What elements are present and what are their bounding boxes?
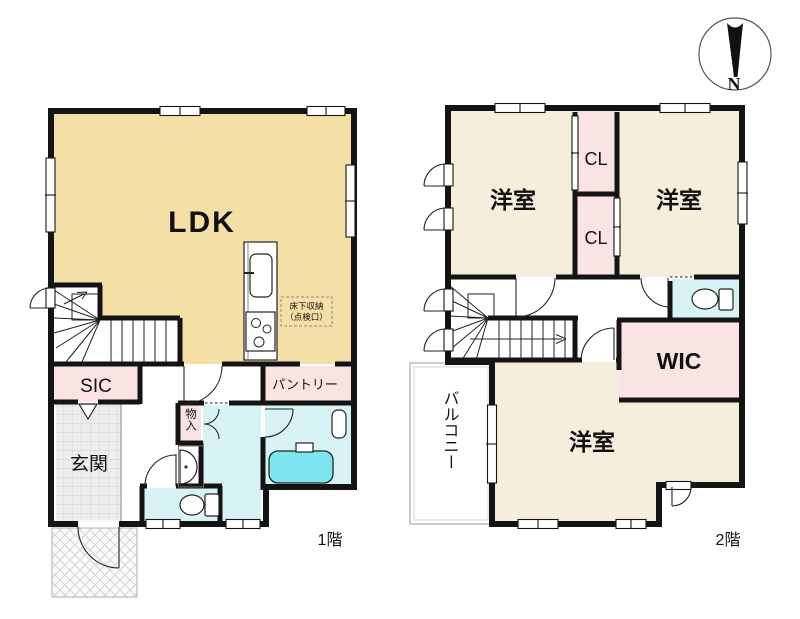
floor1-plan: 床下収納 （点検口） LDK SIC 玄関 物入 パントリー 1階 [29,105,357,598]
front-door [77,526,120,569]
bathtub [268,442,334,484]
storage-bifold-door [203,408,220,440]
toilet-fixture-2f [691,288,734,311]
stairs-1f [53,289,167,363]
toilet-door-1f [144,454,177,487]
room-bedroom2 [617,111,742,277]
room-pantry [265,366,351,403]
porch [51,527,138,598]
casement-window-stair-1f [29,287,56,309]
room-bedroom1 [451,111,575,277]
compass-north-label: N [728,74,741,94]
label-floor2: 2階 [716,531,741,549]
stair-direction-arrow-2f [470,334,567,344]
north-needle-icon [727,23,743,77]
closet2-sliding-door [613,197,621,257]
kitchen-sink [249,253,273,298]
compass: N [698,17,772,94]
stair-tread-area-1f [100,320,180,364]
label-closet2: CL [584,228,607,248]
bathtub-faucet [295,442,314,453]
room-closet2 [575,194,617,277]
room-genkan-tile [56,404,121,524]
balcony: バルコニー [409,362,493,525]
windows-1f [45,105,356,530]
underfloor-storage-box: 床下収納 （点検口） [280,296,333,327]
front-door-opening [78,520,119,528]
underfloor-storage-label-2: （点検口） [285,312,328,322]
walls-1f-internal [51,282,354,524]
toilet-door-2f [640,277,669,308]
room-storage [180,405,201,443]
label-ldk: LDK [168,206,236,239]
casement-windows-2f [423,163,454,352]
stair-hall-door [515,277,556,318]
notch-door-opening [665,480,692,491]
closet1-sliding-door [571,115,579,191]
label-bedroom2: 洋室 [656,187,702,213]
notch-door [671,486,692,507]
underfloor-storage-label-1: 床下収納 [289,301,323,311]
genkan-step-marker [77,403,99,421]
label-closet1: CL [584,149,607,169]
kitchen-counter [243,241,278,361]
toilet-fixture-1f [179,493,220,517]
walls-1f-outer [48,108,357,527]
label-floor1: 1階 [318,531,343,549]
bath-counter [331,409,347,439]
bedroom3-door [580,327,615,361]
room-sic [53,366,140,402]
bath-door [264,408,294,438]
room-washroom [203,405,261,522]
floor2-plan: バルコニー [409,102,748,549]
room-closet1 [575,111,617,194]
label-storage: 物入 [184,407,197,431]
doors-1f [29,287,294,569]
label-pantry: パントリー [272,377,338,392]
label-wic: WIC [657,348,702,374]
label-sic: SIC [80,376,112,397]
room-wic [619,320,742,400]
label-bedroom3: 洋室 [569,429,615,455]
stair-direction-arrow-1f [63,291,88,305]
walls-2f-outer [445,105,745,527]
label-bedroom1: 洋室 [490,187,536,213]
windows-2f [486,102,748,530]
hall-door [183,365,223,405]
label-balcony: バルコニー [441,390,459,470]
washbasin [178,445,204,488]
doors-2f [423,115,692,507]
stairs-2f [449,285,567,361]
kitchen-stove [245,311,276,352]
label-genkan: 玄関 [70,453,108,475]
